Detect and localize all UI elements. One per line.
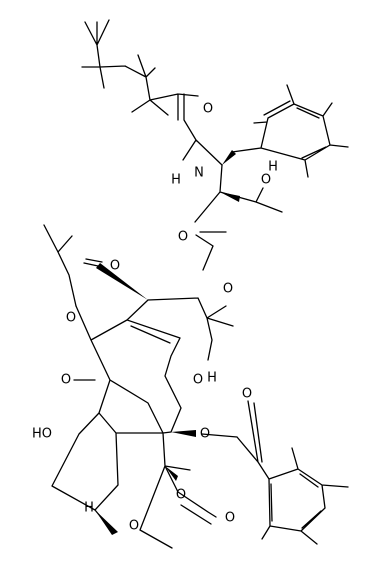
atom-label-o-ketone: O: [61, 373, 71, 388]
wedge-lower-ring: [165, 466, 178, 481]
wedge-hydroxyl-stereo: [220, 192, 240, 202]
atom-label-n: N: [194, 166, 204, 181]
atom-label-o-acetyl-carbonyl: O: [110, 259, 120, 274]
wedge-lower-ring-2: [95, 510, 118, 535]
atom-label-o-lower-1: O: [176, 488, 186, 503]
atom-label-oh-bridge: O: [193, 373, 203, 388]
wedge-benzoyl-stereo: [171, 430, 196, 437]
atom-label-o-benzoyloxy: O: [200, 427, 210, 442]
atom-label-ho-ring: HO: [32, 427, 52, 442]
atom-label-o-amide: O: [203, 102, 213, 117]
atom-label-o-lower-carbonyl: O: [225, 511, 235, 526]
benzoate-bonds: [201, 400, 349, 545]
atom-label-oh-side: O: [261, 173, 271, 188]
atom-label-o-acetoxy: O: [66, 311, 76, 326]
atom-label-h-lower: H: [84, 501, 94, 516]
atom-label-o-ester-carbonyl: O: [178, 230, 188, 245]
side-phenyl-ring-bonds: [231, 84, 349, 178]
chain-bonds: [81, 19, 223, 166]
atom-label-h-bridge: H: [207, 371, 217, 386]
bond-lines: [43, 19, 349, 549]
acetyl-bonds: [43, 224, 103, 307]
stereo-wedges: [95, 150, 240, 535]
atom-labels: H N O O O O H O O O O H O O HO O O O H: [32, 102, 278, 534]
wedge-bridge-methyl: [96, 263, 148, 300]
atom-label-o-ester-link: O: [223, 282, 233, 297]
core-ring-bonds: [51, 297, 234, 549]
atom-label-h-side: H: [268, 160, 278, 175]
atom-label-o-lower-ring: O: [129, 519, 139, 534]
atom-label-o-benzoyl-carbonyl: O: [242, 387, 252, 402]
atom-label-nh: H: [171, 173, 181, 188]
wedge-amide-stereo: [222, 150, 236, 165]
